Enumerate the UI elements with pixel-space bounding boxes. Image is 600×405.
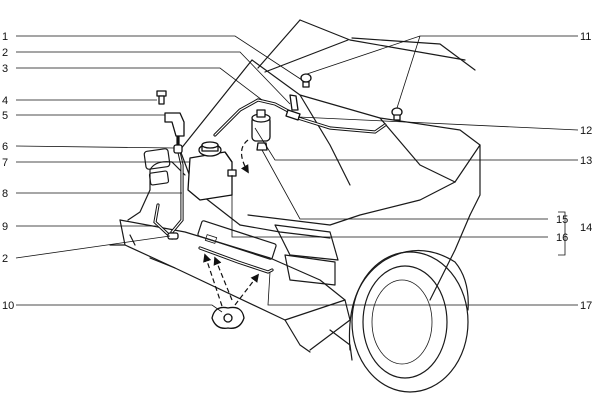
- callout-labels: 1 2 3 4 5 6 7 8 9 2 10 11 12 13 15 16 14…: [2, 31, 592, 312]
- washer-hoses: [153, 98, 387, 274]
- callout-10: 10: [2, 300, 14, 312]
- callout-5: 5: [2, 110, 8, 122]
- callout-7: 7: [2, 157, 8, 169]
- callout-6: 6: [2, 141, 8, 153]
- callout-3: 3: [2, 63, 8, 75]
- washer-pump: [251, 109, 271, 142]
- vehicle-outline: [109, 19, 481, 393]
- callout-1: 1: [2, 31, 8, 43]
- clip-location-arrows: [203, 139, 260, 307]
- check-valve-6: [173, 144, 183, 154]
- washer-reservoir: [187, 141, 237, 201]
- callout-14: 14: [580, 222, 592, 234]
- nozzle-11-right: [391, 107, 403, 121]
- callout-13: 13: [580, 155, 592, 167]
- callout-16: 16: [556, 232, 568, 244]
- leader-lines: [15, 35, 579, 313]
- callout-17: 17: [580, 300, 592, 312]
- callout-12: 12: [580, 125, 592, 137]
- pump-grommet: [256, 142, 268, 151]
- screw-4: [156, 90, 167, 105]
- callout-4: 4: [2, 95, 8, 107]
- callout-11: 11: [580, 31, 591, 43]
- nozzle-11-left: [300, 73, 312, 88]
- clip-10: [211, 306, 245, 329]
- callout-15: 15: [556, 214, 568, 226]
- callout-2-lower: 2: [2, 253, 8, 265]
- callout-9: 9: [2, 221, 8, 233]
- bracket-5: [164, 112, 185, 137]
- callout-8: 8: [2, 188, 8, 200]
- callout-2-upper: 2: [2, 47, 8, 59]
- t-connector: [285, 94, 301, 121]
